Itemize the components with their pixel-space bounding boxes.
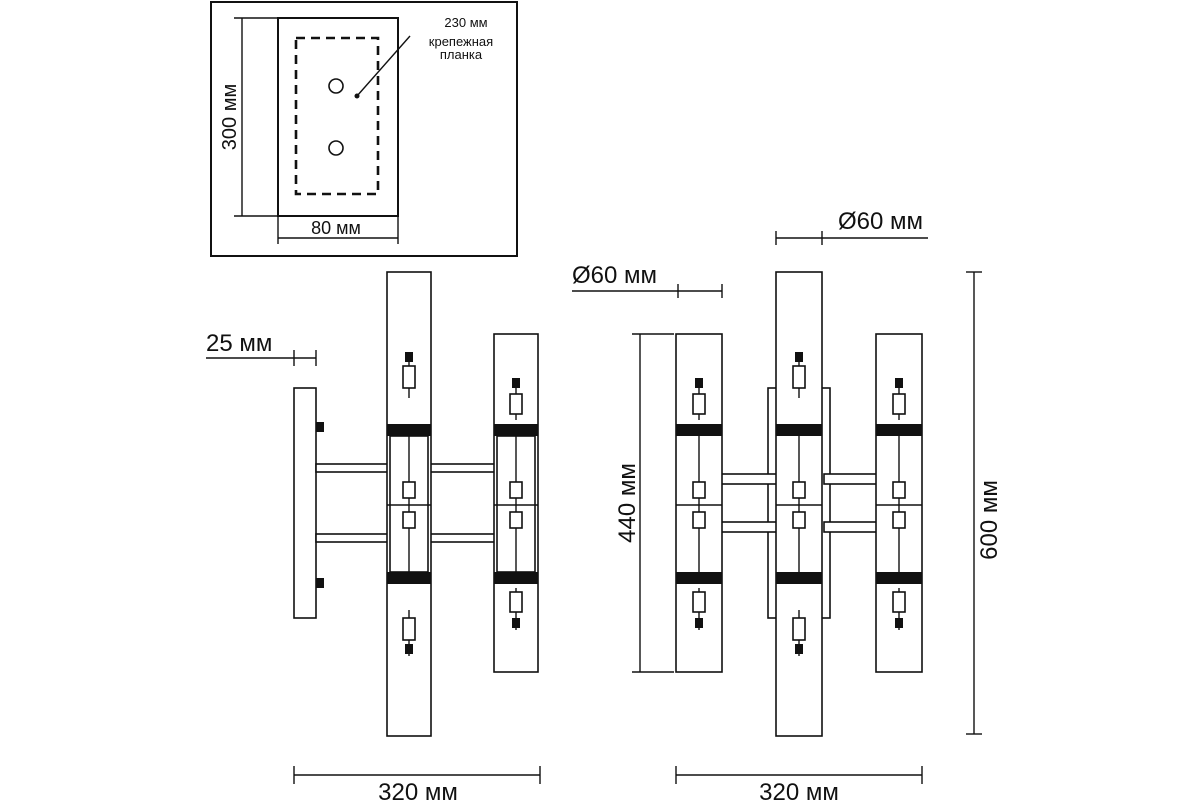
front-inner-height-label: 440 мм xyxy=(614,463,641,543)
side-tall-tube xyxy=(386,271,432,737)
front-total-height-label: 600 мм xyxy=(976,480,1003,560)
front-arm xyxy=(823,473,879,485)
front-width-label: 320 мм xyxy=(759,779,839,800)
bracket-label-line1: крепежная xyxy=(429,34,493,49)
plate-height-label: 300 мм xyxy=(219,84,241,150)
mounting-hole-bottom xyxy=(328,140,344,156)
side-short-tube xyxy=(493,333,539,673)
front-arm xyxy=(719,473,781,485)
front-diameter-left-label: Ø60 мм xyxy=(572,262,657,289)
side-screw-top xyxy=(316,422,324,432)
side-screw-bottom xyxy=(316,578,324,588)
wall-plate xyxy=(277,17,399,217)
mounting-bracket xyxy=(294,36,380,196)
plate-width-label: 80 мм xyxy=(311,218,361,238)
front-diameter-top-label: Ø60 мм xyxy=(838,208,923,235)
bracket-label-line2: планка xyxy=(440,47,483,62)
side-depth-label: 25 мм xyxy=(206,330,272,357)
front-arm xyxy=(719,521,781,533)
front-arm xyxy=(823,521,879,533)
side-width-label: 320 мм xyxy=(378,779,458,800)
front-right-tube xyxy=(875,333,923,673)
inset-frame xyxy=(210,1,518,257)
leader-line xyxy=(356,35,411,97)
side-wall-plate xyxy=(293,387,317,619)
front-center-tube xyxy=(775,271,823,737)
mounting-hole-top xyxy=(328,78,344,94)
front-left-tube xyxy=(675,333,723,673)
side-view: 25 мм xyxy=(206,271,541,800)
inset-panel: 230 мм крепежная планка 300 мм 80 мм xyxy=(210,1,518,257)
bracket-width-label: 230 мм xyxy=(444,15,487,30)
front-view: Ø60 мм Ø60 мм 440 мм 600 мм xyxy=(572,208,1003,800)
